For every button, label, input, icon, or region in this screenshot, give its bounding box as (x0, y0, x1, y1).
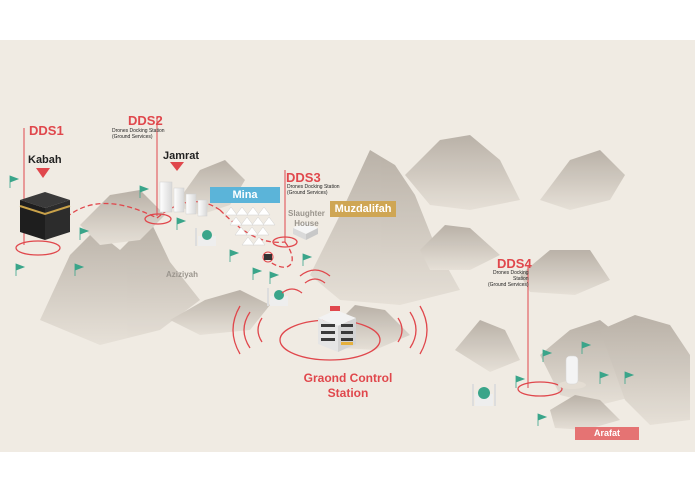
mountain (455, 320, 520, 372)
mountains (40, 135, 690, 430)
dds2-label: DDS2 (128, 113, 163, 128)
dds3-description: Drones Docking Station (Ground Services) (287, 184, 340, 196)
ground-control-label: Graond Control Station (303, 371, 393, 400)
dds2-base (144, 213, 172, 225)
dds3-base (272, 236, 298, 248)
drone-icon (262, 251, 274, 263)
dds1-label: DDS1 (29, 123, 64, 138)
ground-control-building-icon (318, 306, 356, 352)
mountain (520, 250, 610, 295)
flag-icon (302, 253, 313, 266)
muzdalifah-band: Muzdalifah (330, 201, 396, 217)
dds4-label: DDS4 (497, 256, 532, 271)
flag-icon (79, 227, 90, 240)
mosque-icon (267, 288, 288, 306)
dds1-base (15, 240, 61, 256)
mountain (405, 135, 520, 210)
terrain-map (0, 40, 695, 452)
flag-icon (515, 375, 526, 388)
flag-icon (9, 175, 20, 188)
mountain (540, 150, 625, 210)
flag-icon (15, 263, 26, 276)
flag-icon (74, 263, 85, 276)
kabah-icon (19, 192, 71, 240)
mosque-icon (472, 384, 496, 406)
dds4-base (517, 381, 563, 397)
flag-icon (229, 249, 240, 262)
mountain (310, 150, 460, 305)
mina-tents-icon (224, 206, 276, 246)
mountain (600, 315, 690, 425)
kabah-label: Kabah (28, 154, 62, 166)
flags (9, 175, 635, 426)
dds4-description: Drones Docking Station (Ground Services) (488, 270, 529, 288)
aziziyah-label: Aziziyah (166, 270, 199, 279)
flag-icon (252, 267, 263, 280)
mountain (550, 395, 620, 430)
flag-icon (269, 271, 280, 284)
mountain (80, 190, 165, 245)
route-mina-dds3 (219, 209, 286, 244)
slaughter-house-label: Slaughter House (288, 209, 325, 228)
flag-icon (624, 371, 635, 384)
dds2-description: Drones Docking Station (Ground Services) (112, 128, 165, 140)
jamrat-label: Jamrat (163, 150, 200, 162)
kabah-pointer-icon (36, 168, 50, 178)
jamrat-pointer-icon (170, 162, 184, 171)
flag-icon (542, 349, 553, 362)
slaughter-house-icon (293, 222, 318, 240)
dds3-label: DDS3 (286, 170, 321, 185)
flag-icon (599, 371, 610, 384)
arafat-band: Arafat (575, 427, 639, 440)
station-bases (15, 213, 563, 397)
flag-icon (581, 341, 592, 354)
arafat-monument-icon (558, 355, 586, 389)
route-dds3-control (269, 241, 293, 268)
jamrat-buildings-icon (159, 181, 208, 217)
mountain (420, 225, 500, 270)
mina-band: Mina (210, 187, 280, 203)
mountain (40, 220, 200, 345)
flag-icon (537, 413, 548, 426)
mosque-icon (195, 228, 216, 246)
flag-icon (139, 185, 150, 198)
flag-icon (176, 217, 187, 230)
